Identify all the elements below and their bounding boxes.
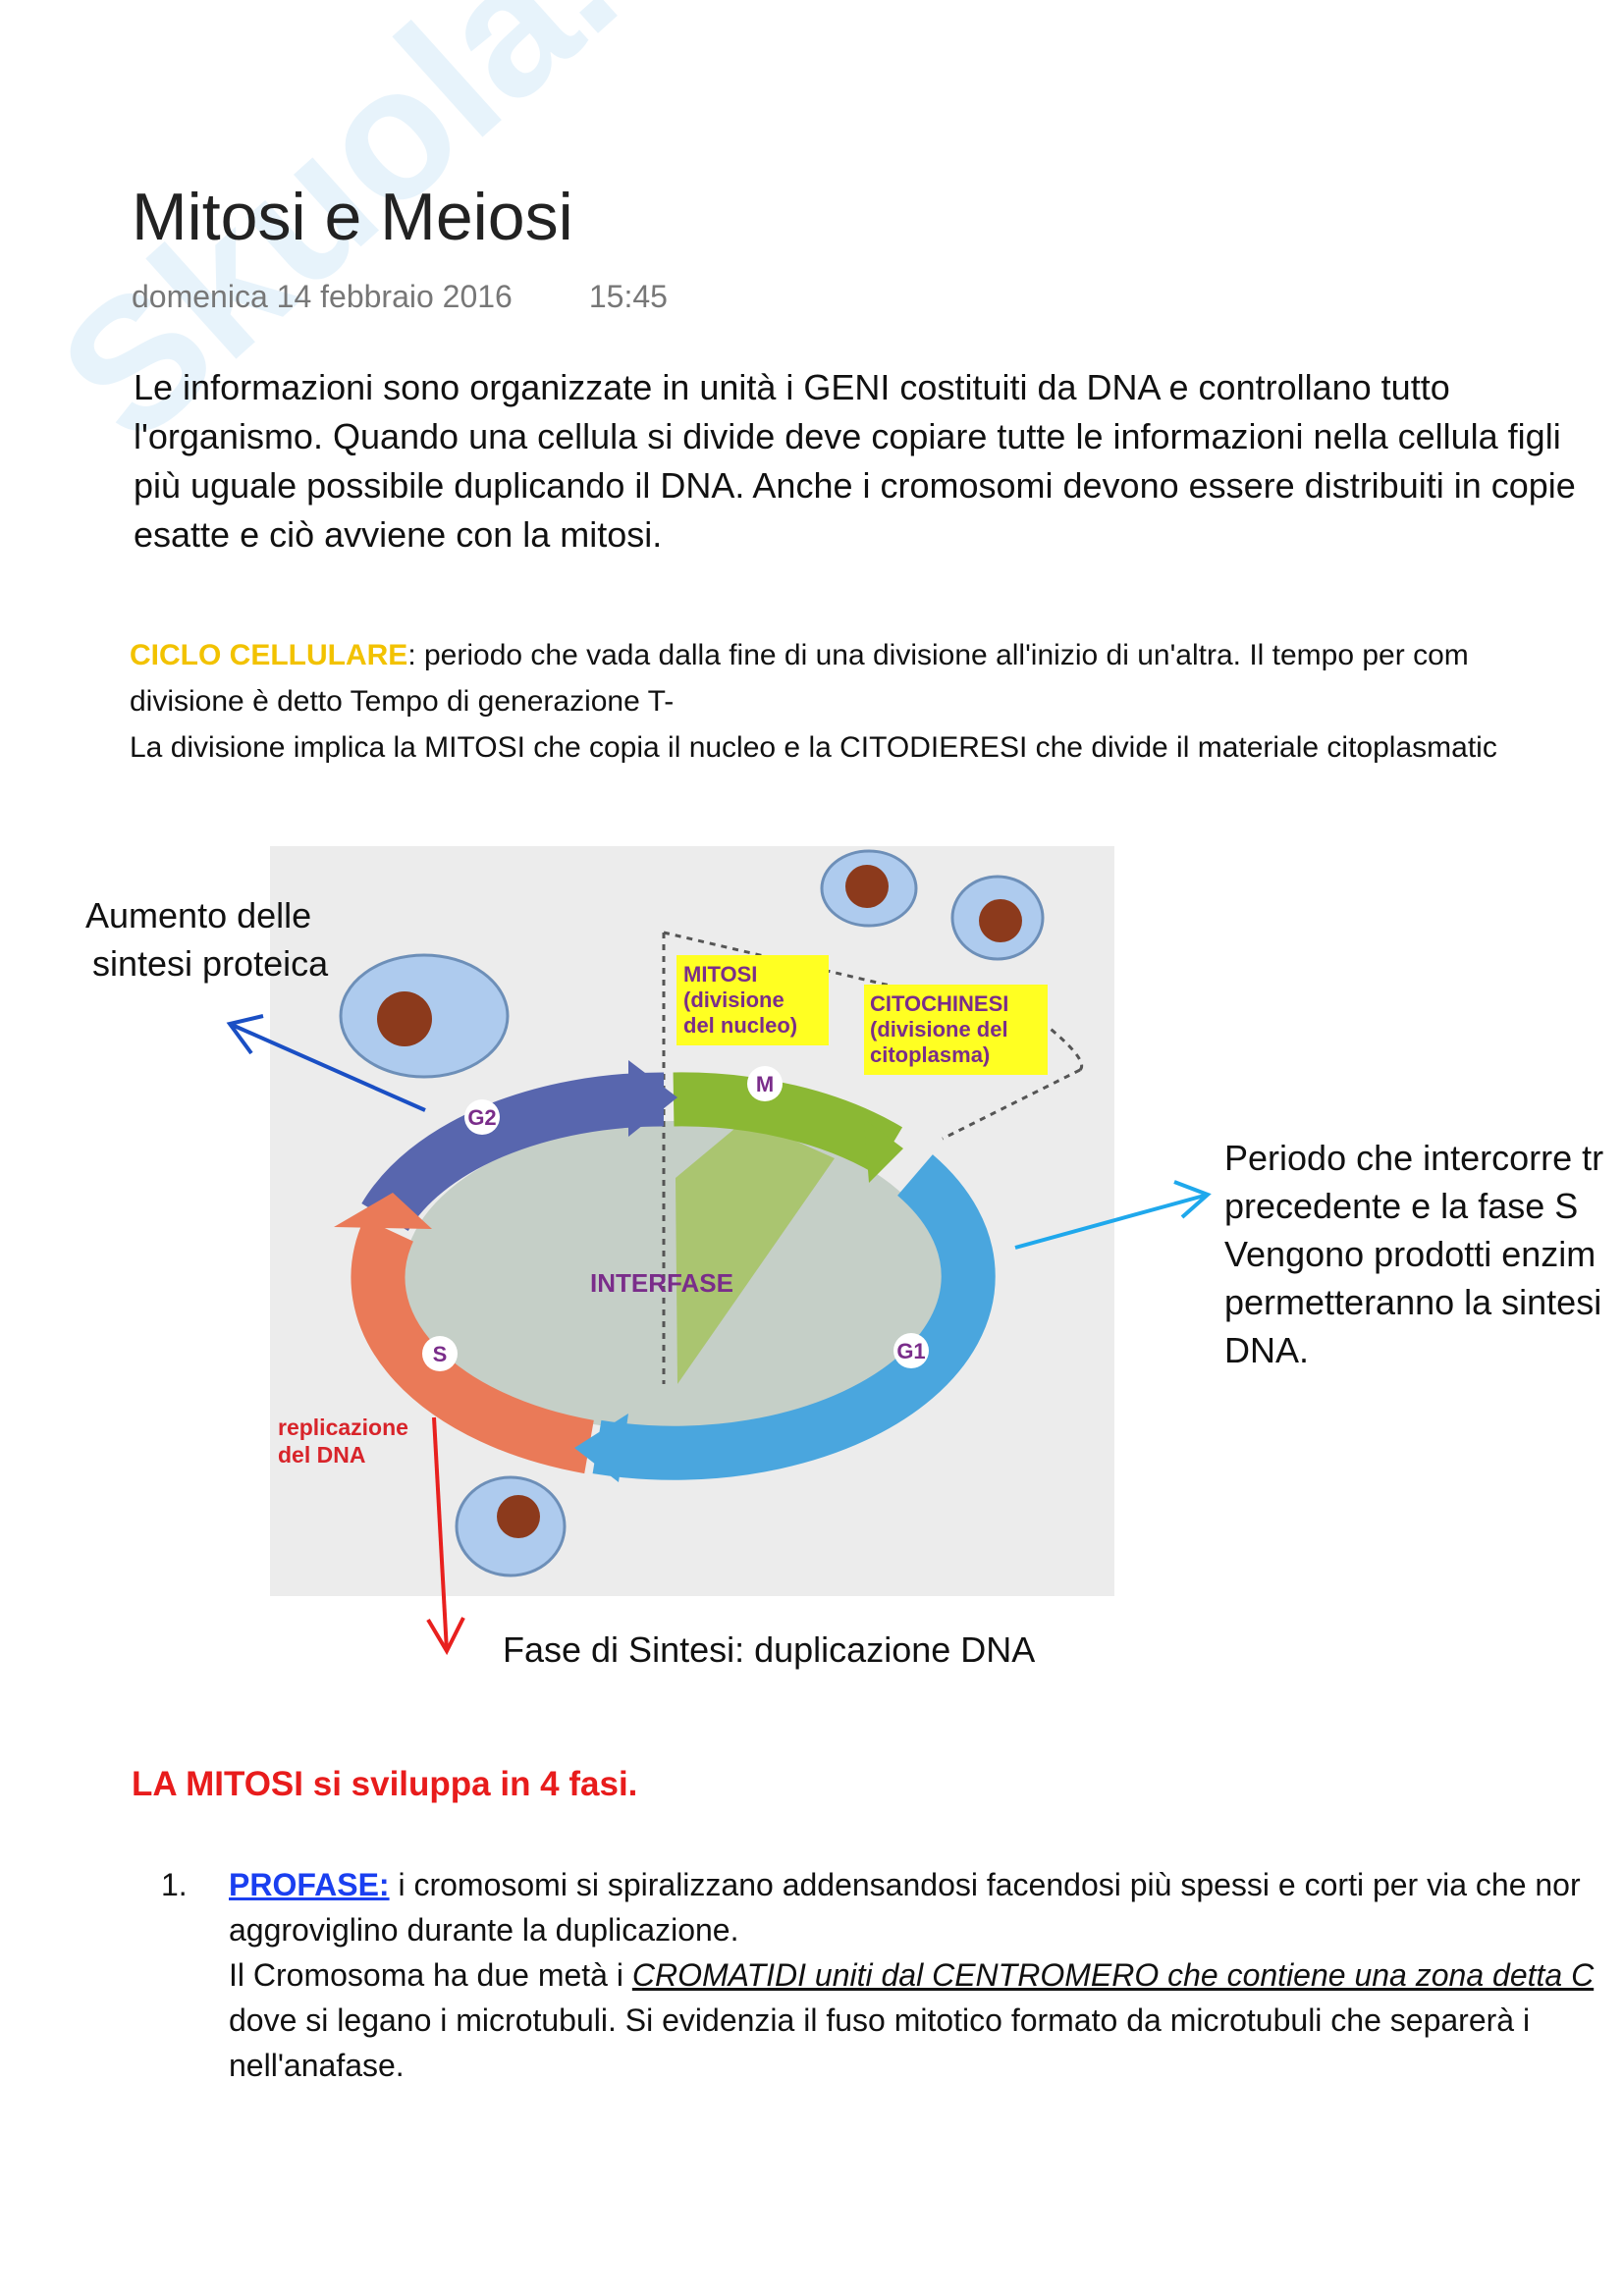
mitosis-wedge — [676, 1119, 835, 1384]
ciclo-line: La divisione implica la MITOSI che copia… — [130, 731, 1497, 764]
replicazione-label: replicazione — [278, 1415, 408, 1440]
annotation-line: DNA. — [1224, 1330, 1310, 1370]
cell-icon — [950, 875, 1045, 961]
time: 15:45 — [588, 279, 668, 314]
date-line: domenica 14 febbraio 2016 15:45 — [132, 279, 744, 315]
mitosi-heading: LA MITOSI si sviluppa in 4 fasi. — [132, 1765, 638, 1803]
m-arrowhead — [864, 1119, 903, 1183]
cell-icon — [820, 849, 918, 928]
ciclo-term: CICLO CELLULARE — [130, 639, 408, 671]
annotation-line: permetteranno la sintesi — [1224, 1282, 1602, 1322]
annotation-line: Aumento delle — [85, 895, 312, 935]
intro-line: esatte e ciò avviene con la mitosi. — [134, 514, 663, 555]
annotation-g1: Periodo che intercorre tr precedente e l… — [1224, 1134, 1603, 1374]
list-number: 1. — [161, 1867, 188, 1902]
svg-text:S: S — [433, 1342, 448, 1366]
dashed-guide — [662, 931, 1083, 1384]
annotation-line: Periodo che intercorre tr — [1224, 1138, 1604, 1178]
svg-text:G2: G2 — [467, 1105, 496, 1130]
g2-badge: G2 — [464, 1099, 500, 1135]
s-segment — [351, 1218, 594, 1474]
citochinesi-label-box — [864, 985, 1048, 1075]
page-title: Mitosi e Meiosi — [132, 180, 573, 254]
list-text: nell'anafase. — [229, 2048, 405, 2083]
mitosi-label: (divisione — [683, 988, 784, 1012]
ciclo-line: divisione è detto Tempo di generazione T… — [130, 685, 675, 718]
ciclo-cellulare-paragraph: CICLO CELLULARE: periodo che vada dalla … — [130, 632, 1497, 771]
intro-line: Le informazioni sono organizzate in unit… — [134, 367, 1450, 407]
annotation-line: sintesi proteica — [92, 943, 329, 984]
s-badge: S — [422, 1336, 458, 1371]
cell-icon — [455, 1475, 567, 1577]
intro-line: più uguale possibile duplicando il DNA. … — [134, 465, 1576, 506]
date: domenica 14 febbraio 2016 — [132, 279, 513, 314]
citochinesi-label: CITOCHINESI — [870, 991, 1008, 1016]
annotation-line: Vengono prodotti enzim — [1224, 1234, 1596, 1274]
svg-text:M: M — [756, 1072, 774, 1096]
arrow-to-g1-annotation — [1014, 1180, 1212, 1250]
ciclo-line: : periodo che vada dalla fine di una div… — [407, 639, 1469, 671]
annotation-line: precedente e la fase S — [1224, 1186, 1579, 1226]
g1-badge: G1 — [893, 1333, 929, 1368]
list-text: i cromosomi si spiralizzano addensandosi… — [389, 1867, 1581, 1902]
s-arrowhead — [334, 1193, 432, 1229]
g1-arrowhead — [574, 1414, 628, 1482]
list-text-italic: CROMATIDI uniti dal CENTROMERO che conti… — [631, 1957, 1595, 1993]
intro-paragraph: Le informazioni sono organizzate in unit… — [134, 363, 1576, 560]
g2-segment — [361, 1072, 665, 1232]
annotation-s: Fase di Sintesi: duplicazione DNA — [503, 1629, 1036, 1670]
list-text: dove si legano i microtubuli. Si evidenz… — [229, 2002, 1531, 2038]
svg-text:G1: G1 — [896, 1339, 925, 1363]
profase-link[interactable]: PROFASE: — [229, 1867, 390, 1902]
cell-icon — [339, 953, 510, 1079]
citochinesi-label: citoplasma) — [870, 1042, 990, 1067]
interfase-label: INTERFASE — [590, 1268, 733, 1298]
replicazione-label: del DNA — [278, 1442, 365, 1468]
interfase-area — [404, 1121, 944, 1431]
mitosi-label-box — [676, 955, 829, 1045]
list-text: Il Cromosoma ha due metà i — [229, 1957, 632, 1993]
g1-segment — [592, 1154, 996, 1480]
mitosi-label: del nucleo) — [683, 1013, 797, 1038]
annotation-g2: Aumento delle sintesi proteica — [85, 891, 328, 988]
mitosi-label: MITOSI — [683, 962, 757, 987]
list-text: aggroviglino durante la duplicazione. — [229, 1912, 739, 1948]
m-badge: M — [747, 1066, 783, 1101]
arrow-to-g2-annotation — [226, 1014, 426, 1112]
arrow-to-s-annotation — [426, 1416, 465, 1656]
citochinesi-label: (divisione del — [870, 1017, 1008, 1041]
intro-line: l'organismo. Quando una cellula si divid… — [134, 416, 1561, 456]
g2-arrowhead — [628, 1060, 677, 1137]
